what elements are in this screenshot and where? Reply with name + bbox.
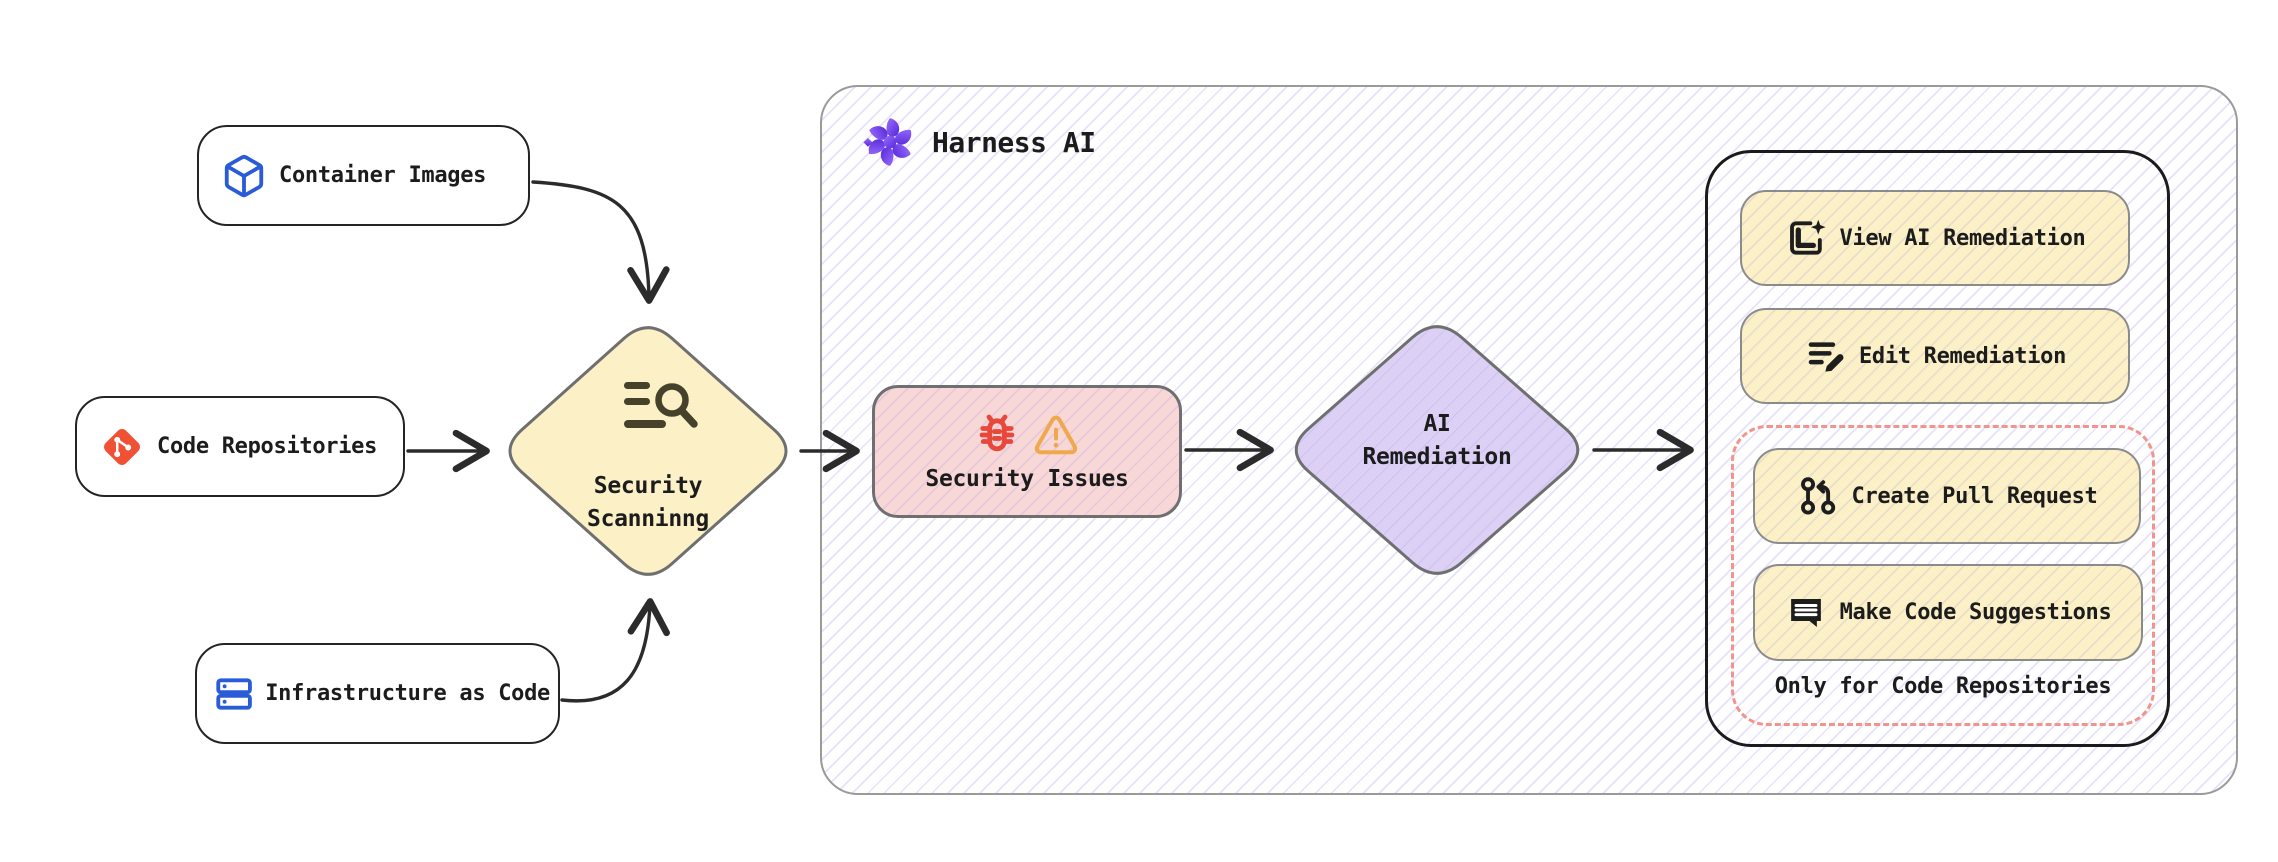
code-suggestions-icon xyxy=(1790,598,1821,627)
repo-only-group: Create Pull Request Make Code Suggestion… xyxy=(1731,425,2155,726)
button-label: View AI Remediation xyxy=(1839,225,2086,251)
source-node-code-repositories: Code Repositories xyxy=(75,396,405,497)
create-pull-request-button: Create Pull Request xyxy=(1753,448,2141,544)
security-scanning-diamond-shape xyxy=(508,326,788,576)
security-issues-node: Security Issues xyxy=(872,385,1182,518)
make-code-suggestions-button: Make Code Suggestions xyxy=(1753,564,2143,661)
arrow-container-images-to-scanning xyxy=(531,180,670,304)
security-scanning-label: Security Scanninng xyxy=(587,473,709,532)
ai-remediation-label: AI Remediation xyxy=(1362,411,1512,470)
button-label: Make Code Suggestions xyxy=(1839,600,2112,625)
harness-ai-title: Harness AI xyxy=(932,125,1096,159)
button-label: Create Pull Request xyxy=(1851,483,2098,509)
security-issues-icons xyxy=(974,412,1080,458)
source-node-infrastructure: Infrastructure as Code xyxy=(195,643,560,744)
arrow-infrastructure-to-scanning xyxy=(560,598,670,703)
bug-icon xyxy=(979,414,1015,451)
button-label: Edit Remediation xyxy=(1858,343,2067,369)
repo-only-note: Only for Code Repositories xyxy=(1774,674,2112,699)
git-icon xyxy=(104,428,140,465)
pull-request-icon xyxy=(1800,477,1835,515)
source-node-container-images: Container Images xyxy=(197,125,530,226)
container-cube-icon xyxy=(224,154,264,197)
view-remediation-icon xyxy=(1789,219,1826,255)
scan-search-icon xyxy=(624,382,698,428)
source-label: Infrastructure as Code xyxy=(265,681,550,706)
server-stack-icon xyxy=(216,677,252,710)
security-issues-label: Security Issues xyxy=(925,465,1129,492)
harness-ai-header: Harness AI xyxy=(862,114,1096,170)
remediation-actions-panel: View AI Remediation Edit Remediation xyxy=(1705,150,2170,747)
source-label: Container Images xyxy=(279,163,487,188)
edit-remediation-icon xyxy=(1808,342,1844,372)
view-ai-remediation-button: View AI Remediation xyxy=(1740,190,2130,286)
source-label: Code Repositories xyxy=(157,434,378,459)
warning-icon xyxy=(1034,415,1078,454)
edit-remediation-button: Edit Remediation xyxy=(1740,308,2130,404)
harness-ai-logo-icon xyxy=(863,118,916,166)
